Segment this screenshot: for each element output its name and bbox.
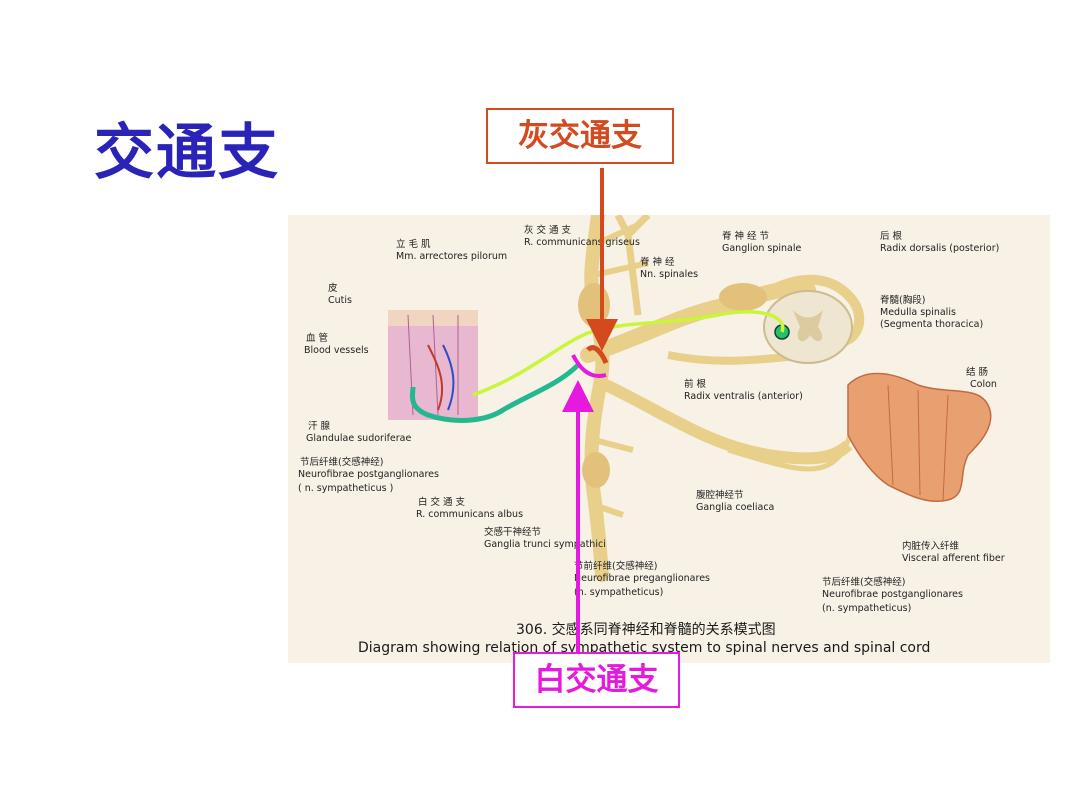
slide-title: 交通支	[94, 118, 280, 188]
label-vessels-en: Blood vessels	[304, 345, 369, 356]
colon-shape	[847, 372, 992, 503]
label-ventral-en: Radix ventralis (anterior)	[684, 391, 803, 402]
label-vessels-cn: 血 管	[306, 332, 328, 344]
label-spinal-nerves-en: Nn. spinales	[640, 269, 698, 280]
gray-ramus-callout: 灰交通支	[486, 108, 674, 164]
label-post2-en: Neurofibrae postganglionares	[822, 589, 963, 600]
label-post2-en2: (n. sympatheticus)	[822, 603, 911, 614]
label-white-en: R. communicans albus	[416, 509, 523, 520]
label-dorsal-en: Radix dorsalis (posterior)	[880, 243, 999, 254]
label-arrector-en: Mm. arrectores pilorum	[396, 251, 507, 262]
label-coeliac-en: Ganglia coeliaca	[696, 502, 774, 513]
sympathetic-trunk	[584, 215, 610, 582]
label-gray-en: R. communicans griseus	[524, 237, 640, 248]
label-post1-en: Neurofibrae postganglionares	[298, 469, 439, 480]
label-trunk-cn: 交感干神经节	[484, 526, 541, 538]
label-ganglion-cn: 脊 神 经 节	[722, 230, 769, 242]
spinal-ganglion	[719, 283, 767, 311]
label-visceral-en: Visceral afferent fiber	[902, 553, 1005, 564]
label-gland-en: Glandulae sudoriferae	[306, 433, 411, 444]
label-post2-cn: 节后纤维(交感神经)	[822, 576, 905, 588]
trunk-ganglion-lower	[582, 452, 610, 488]
label-coeliac-cn: 腹腔神经节	[696, 489, 744, 501]
label-post1-cn: 节后纤维(交感神经)	[300, 456, 383, 468]
sympathetic-diagram: 立 毛 肌 Mm. arrectores pilorum 灰 交 通 支 R. …	[298, 215, 1005, 656]
anatomy-figure: 立 毛 肌 Mm. arrectores pilorum 灰 交 通 支 R. …	[288, 215, 1050, 663]
grey-matter	[793, 310, 823, 342]
label-pre-cn: 节前纤维(交感神经)	[574, 560, 657, 572]
label-visceral-cn: 内脏传入纤维	[902, 540, 960, 552]
label-spinal-nerves-cn: 脊 神 经	[640, 256, 675, 268]
label-medulla-en: Medulla spinalis	[880, 307, 956, 318]
label-pre-en2: (n. sympatheticus)	[574, 587, 663, 598]
label-dorsal-cn: 后 根	[880, 230, 903, 242]
dorsal-root	[763, 274, 865, 345]
spinal-nerve-branch	[614, 215, 651, 316]
label-white-cn: 白 交 通 支	[418, 496, 466, 508]
white-ramus-callout: 白交通支	[513, 652, 680, 708]
label-pre-en: Neurofibrae preganglionares	[574, 573, 710, 584]
label-medulla-en2: (Segmenta thoracica)	[880, 319, 983, 330]
label-post1-en2: ( n. sympatheticus )	[298, 483, 393, 494]
white-ramus-mark	[571, 354, 607, 378]
afferent-fiber	[472, 310, 785, 397]
label-cutis-cn: 皮	[328, 282, 338, 294]
caption-en: Diagram showing relation of sympathetic …	[358, 640, 930, 656]
label-colon-cn: 结 肠	[966, 366, 988, 378]
skin-block	[388, 310, 478, 420]
label-arrector-cn: 立 毛 肌	[396, 238, 431, 250]
splanchnic-nerve	[603, 379, 853, 465]
label-ganglion-en: Ganglion spinale	[722, 243, 801, 254]
trunk-branch	[592, 222, 649, 518]
postganglionic-fiber	[409, 363, 580, 423]
caption-cn: 306. 交感系同脊神经和脊髓的关系模式图	[516, 621, 776, 638]
label-ventral-cn: 前 根	[684, 378, 707, 390]
label-gray-cn: 灰 交 通 支	[524, 224, 572, 236]
label-trunk-en: Ganglia trunci sympathici	[484, 539, 606, 550]
label-gland-cn: 汗 腺	[308, 420, 331, 432]
label-cutis-en: Cutis	[328, 295, 352, 306]
label-medulla-cn: 脊髓(胸段)	[880, 294, 925, 306]
label-colon-en: Colon	[970, 379, 997, 390]
